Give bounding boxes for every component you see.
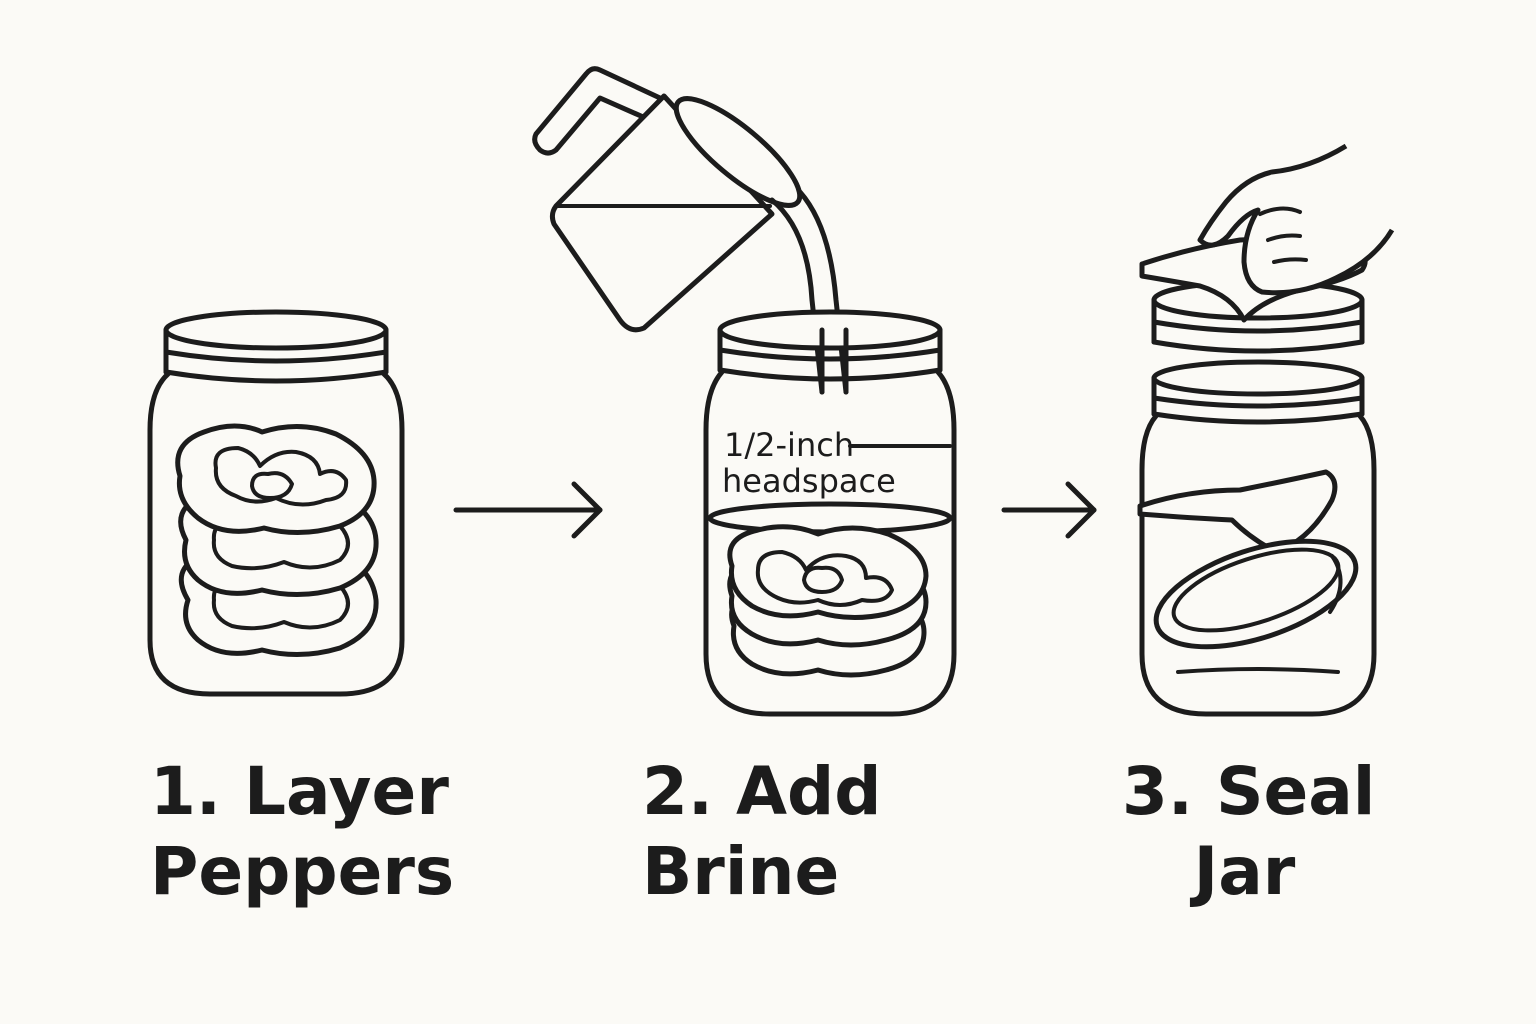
step2-caption-line1: 2. Add xyxy=(642,753,882,830)
arrow-right-icon xyxy=(1001,481,1097,539)
arrow-right-icon xyxy=(453,481,603,539)
pepper-rings-icon xyxy=(175,423,379,658)
headspace-label-line1: 1/2-inch xyxy=(724,426,854,464)
step3-seal-icon xyxy=(1137,143,1395,717)
submerged-pepper-rings-icon xyxy=(727,524,929,678)
step3-caption: 3. Seal Jar xyxy=(1122,752,1376,912)
step2-caption: 2. Add Brine xyxy=(642,752,882,912)
step1-caption-line2: Peppers xyxy=(150,833,455,910)
step3-caption-line2: Jar xyxy=(1193,833,1296,910)
step2-brine-icon: 1/2-inch headspace xyxy=(532,66,957,717)
step1-caption-line1: 1. Layer xyxy=(150,753,449,830)
step1-caption: 1. Layer Peppers xyxy=(150,752,454,912)
step1-jar-icon xyxy=(147,309,405,697)
step3-caption-line1: 3. Seal xyxy=(1122,753,1376,830)
seal-lid-icon xyxy=(1153,538,1359,650)
headspace-label-line2: headspace xyxy=(722,462,896,500)
step2-caption-line2: Brine xyxy=(642,833,840,910)
